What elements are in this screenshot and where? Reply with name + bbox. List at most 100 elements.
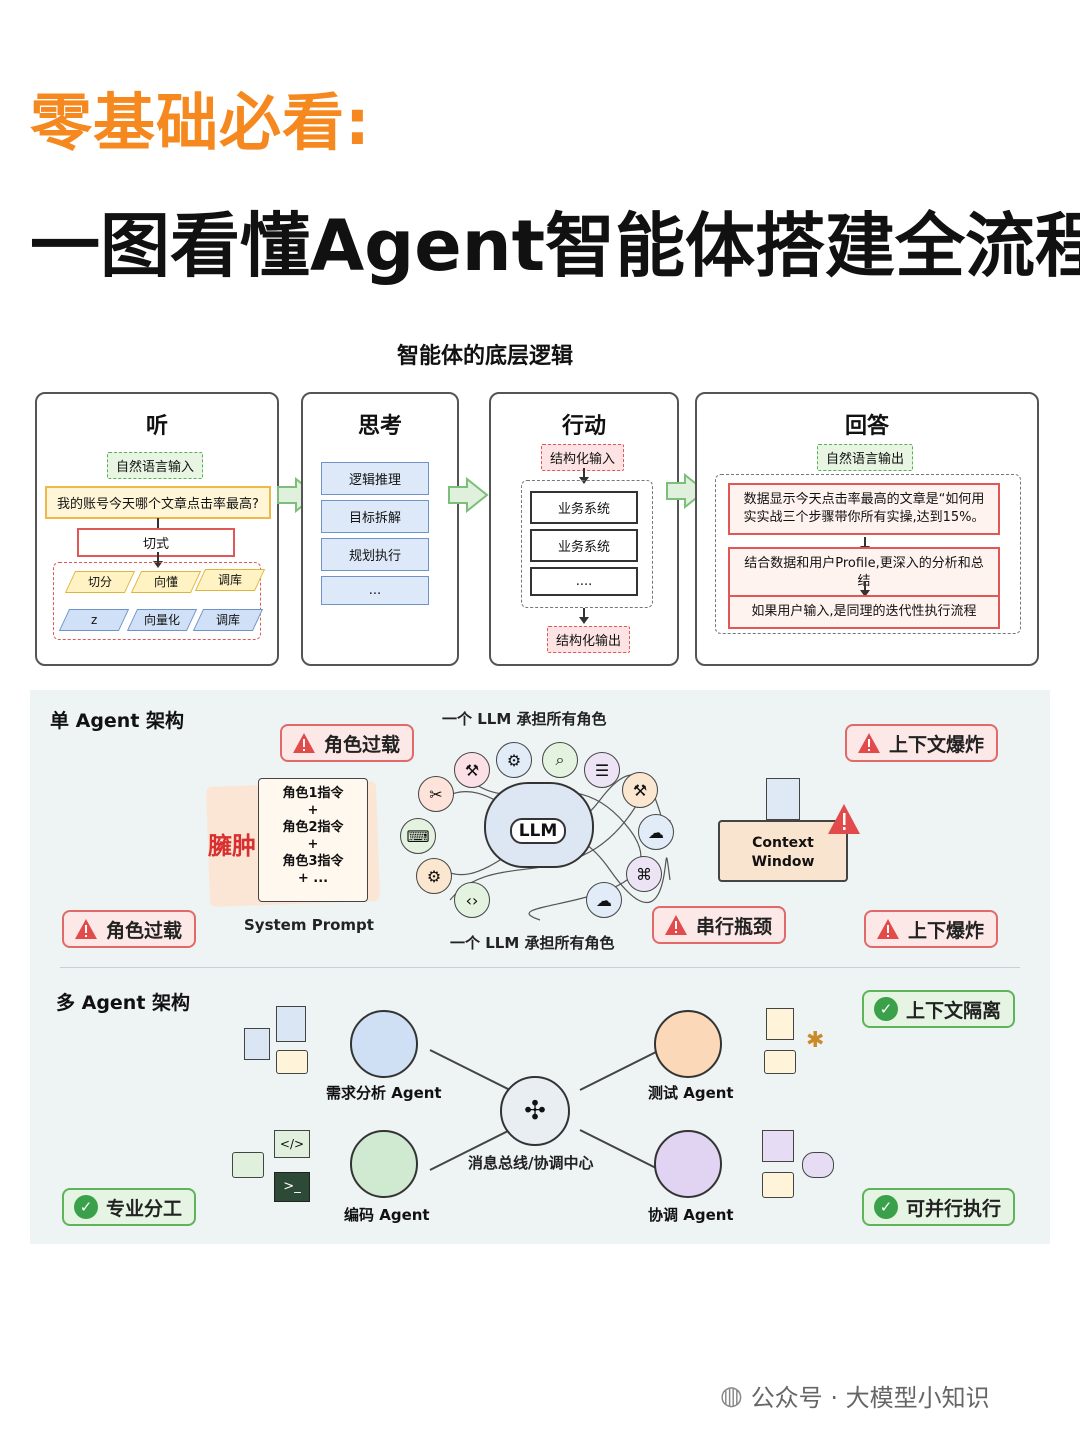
flowchart-icon xyxy=(762,1130,794,1162)
section1-title: 智能体的底层逻辑 xyxy=(396,344,573,369)
code-brackets-icon: ‹› xyxy=(454,882,490,918)
analysis-agent-label: 需求分析 Agent xyxy=(326,1084,442,1102)
llm-caption-bottom: 一个 LLM 承担所有角色 xyxy=(450,934,615,952)
database-icon: ☰ xyxy=(584,752,620,788)
wrench-icon: ⚒ xyxy=(454,752,490,788)
answer-1: 数据显示今天点击率最高的文章是“如何用实实战三个步骤带你所有实操,达到15%。 xyxy=(728,483,1000,536)
panel-act: 行动 结构化输入 业务系统 业务系统 .... 结构化输出 xyxy=(489,392,679,666)
benefit-specialization: ✓ 专业分工 xyxy=(62,1188,197,1226)
user-question: 我的账号今天哪个文章点击率最高? xyxy=(45,486,271,519)
natural-language-output-tag: 自然语言输出 xyxy=(817,444,914,471)
system-prompt-scroll: 角色1指令 + 角色2指令 + 角色3指令 + ... xyxy=(258,778,368,902)
para-box: 调库 xyxy=(194,569,266,591)
page-title-line2: 一图看懂Agent智能体搭建全流程 xyxy=(30,205,1080,287)
code-agent-label: 编码 Agent xyxy=(344,1206,430,1224)
think-step: 规划执行 xyxy=(321,538,429,571)
business-system: .... xyxy=(530,567,638,596)
tools-icon: ✂ xyxy=(418,776,454,812)
benefit-context-isolation: ✓ 上下文隔离 xyxy=(862,990,1016,1028)
para-box: 切分 xyxy=(64,571,136,593)
footer-source: ◍ 公众号 · 大模型小知识 xyxy=(720,1378,990,1413)
think-step: 目标拆解 xyxy=(321,500,429,533)
chat-icon xyxy=(232,1152,264,1178)
footer-text: 公众号 · 大模型小知识 xyxy=(750,1384,990,1412)
code-agent-robot-icon xyxy=(350,1130,418,1198)
cloud-download-icon: ☁ xyxy=(638,814,674,850)
coord-agent-robot-icon xyxy=(654,1130,722,1198)
panel-answer: 回答 自然语言输出 数据显示今天点击率最高的文章是“如何用实实战三个步骤带你所有… xyxy=(695,392,1039,666)
coord-agent-label: 协调 Agent xyxy=(648,1206,734,1224)
single-agent-label: 单 Agent 架构 xyxy=(50,710,185,732)
warning-icon xyxy=(858,733,880,753)
think-step: ... xyxy=(321,576,429,605)
llm-caption-top: 一个 LLM 承担所有角色 xyxy=(442,710,607,728)
settings-icon: ⚙ xyxy=(416,858,452,894)
check-icon: ✓ xyxy=(874,997,898,1021)
bug-icon: ✱ xyxy=(806,1028,825,1053)
arrow-down xyxy=(153,552,163,568)
answer-3: 如果用户输入,是同理的迭代性执行流程 xyxy=(728,595,1000,630)
systems-area: 业务系统 业务系统 .... xyxy=(521,480,653,608)
para-box: 向懂 xyxy=(130,571,202,593)
code-window-icon: ⌨ xyxy=(400,818,436,854)
warning-role-overload-top: 角色过载 xyxy=(280,724,415,762)
multi-agent-label: 多 Agent 架构 xyxy=(56,992,191,1014)
document-icon xyxy=(766,778,800,820)
natural-language-input-tag: 自然语言输入 xyxy=(107,452,204,479)
search-icon: ⌕ xyxy=(542,742,578,778)
para-box: 调库 xyxy=(192,609,264,631)
analysis-agent-robot-icon xyxy=(350,1010,418,1078)
warning-icon xyxy=(665,915,687,935)
chat-icon xyxy=(764,1050,796,1074)
para-box: 向量化 xyxy=(126,609,198,631)
para-box: z xyxy=(58,609,130,631)
warning-icon xyxy=(293,733,315,753)
panel-think: 思考 逻辑推理 目标拆解 规划执行 ... xyxy=(301,392,459,666)
test-agent-label: 测试 Agent xyxy=(648,1084,734,1102)
wechat-icon: ◍ xyxy=(720,1380,743,1411)
panel-listen-title: 听 xyxy=(145,414,168,439)
panel-listen: 听 自然语言输入 我的账号今天哪个文章点击率最高? 切式 切分 向懂 调库 z … xyxy=(35,392,279,666)
gear-icon: ⚙ xyxy=(496,742,532,778)
document-icon xyxy=(276,1006,306,1042)
warning-icon xyxy=(75,919,97,939)
bloat-label: 臃肿 xyxy=(208,832,256,860)
terminal-icon: >_ xyxy=(274,1172,310,1202)
cloud-icon: ☁ xyxy=(586,882,622,918)
arrow-down xyxy=(579,468,589,484)
arrow-down xyxy=(579,608,589,624)
benefit-parallel: ✓ 可并行执行 xyxy=(862,1188,1016,1226)
business-system: 业务系统 xyxy=(530,529,638,562)
message-bus-label: 消息总线/协调中心 xyxy=(468,1154,594,1172)
answers-area: 数据显示今天点击率最高的文章是“如何用实实战三个步骤带你所有实操,达到15%。 … xyxy=(715,474,1021,634)
wrench2-icon: ⚒ xyxy=(622,772,658,808)
warning-role-overload-bottom: 角色过载 xyxy=(62,910,197,948)
structured-output-tag: 结构化输出 xyxy=(547,626,631,653)
warning-explosion-bottom: 上下爆炸 xyxy=(864,910,999,948)
chat-bubble-icon xyxy=(802,1152,834,1178)
architecture-section: 单 Agent 架构 角色过载 上下文爆炸 角色1指令 + 角色2指令 + 角色… xyxy=(30,690,1050,1244)
code-icon: ⌘ xyxy=(626,856,662,892)
section-divider xyxy=(60,967,1020,968)
arrow-down xyxy=(860,537,870,553)
document-icon xyxy=(244,1028,270,1060)
context-window-box: Context Window xyxy=(718,820,848,882)
llm-label: LLM xyxy=(510,818,566,844)
test-agent-robot-icon xyxy=(654,1010,722,1078)
panel-think-title: 思考 xyxy=(357,414,402,439)
chat-icon xyxy=(762,1172,794,1198)
system-prompt-caption: System Prompt xyxy=(244,916,374,934)
warning-serial-bottleneck: 串行瓶颈 xyxy=(652,906,787,944)
cut-box: 切式 xyxy=(77,528,235,557)
warning-icon xyxy=(877,919,899,939)
chat-icon xyxy=(276,1050,308,1074)
structured-input-tag: 结构化输入 xyxy=(541,444,625,471)
code-window-icon: </> xyxy=(274,1130,310,1158)
warning-context-explosion-top: 上下文爆炸 xyxy=(845,724,999,762)
check-icon: ✓ xyxy=(74,1195,98,1219)
business-system: 业务系统 xyxy=(530,491,638,524)
message-bus-icon: ✣ xyxy=(500,1076,570,1146)
page-title-line1: 零基础必看: xyxy=(30,86,371,159)
arrow-down xyxy=(860,581,870,597)
flow-arrow-icon xyxy=(448,477,489,513)
